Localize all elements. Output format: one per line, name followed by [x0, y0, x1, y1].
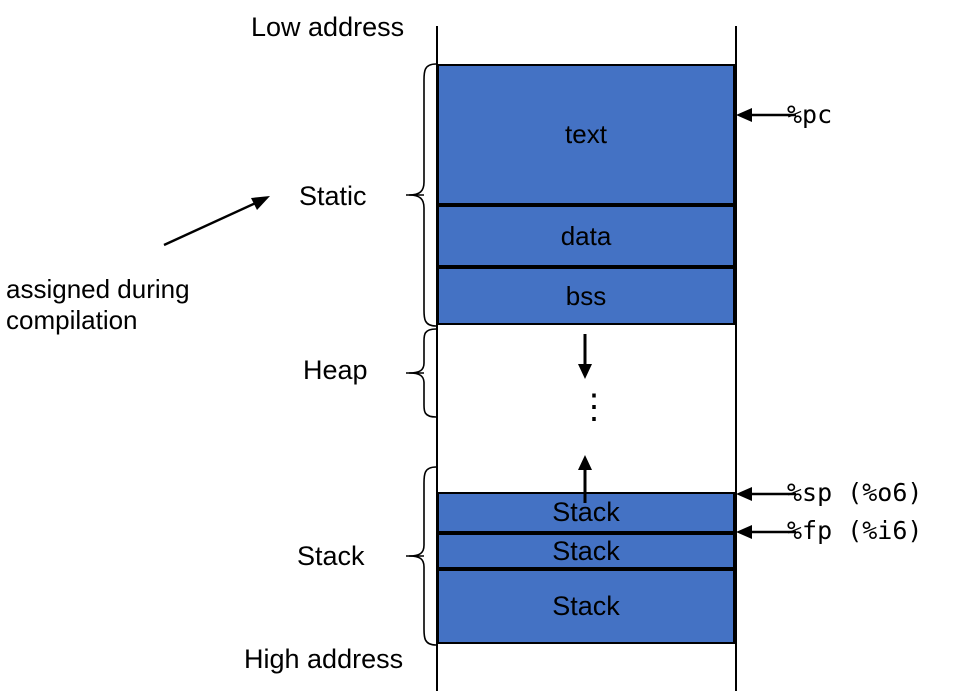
heap-group-brace	[406, 327, 438, 419]
segment-text-label: text	[565, 119, 607, 149]
segment-bss-label: bss	[565, 280, 607, 311]
segment-stack-2-label: Stack	[552, 535, 620, 566]
arrow-down-icon	[570, 334, 600, 380]
segment-stack-3-label: Stack	[552, 591, 620, 621]
right-frame-rail	[735, 26, 737, 691]
static-group-brace	[406, 62, 438, 328]
pc-pointer-label: %pc	[787, 100, 833, 129]
segment-stack-frame-3: Stack	[437, 569, 735, 644]
annotation-note-text: assigned during compilation	[6, 274, 190, 336]
segment-data-label: data	[560, 220, 612, 251]
heap-group-label: Heap	[303, 355, 368, 385]
fp-pointer-label: %fp (%i6)	[787, 516, 923, 545]
arrow-up-icon	[570, 455, 600, 503]
segment-stack-frame-2: Stack	[437, 533, 735, 569]
sp-pointer-label: %sp (%o6)	[787, 478, 923, 507]
static-group-label: Static	[299, 181, 367, 211]
segment-data: data	[437, 205, 735, 267]
stack-group-label: Stack	[297, 541, 365, 571]
heap-ellipsis: ⋮	[577, 388, 611, 426]
high-address-label: High address	[244, 644, 404, 674]
stack-group-brace	[406, 465, 438, 647]
left-frame-rail	[436, 26, 438, 691]
low-address-label: Low address	[251, 12, 405, 42]
annotation-arrow-icon	[160, 190, 275, 250]
segment-text: text	[437, 64, 735, 205]
annotation-note: assigned during compilation	[6, 274, 190, 336]
pc-pointer-arrow-icon	[736, 104, 798, 126]
fp-pointer-arrow-icon	[736, 521, 798, 543]
sp-pointer-arrow-icon	[736, 483, 798, 505]
segment-bss: bss	[437, 267, 735, 325]
